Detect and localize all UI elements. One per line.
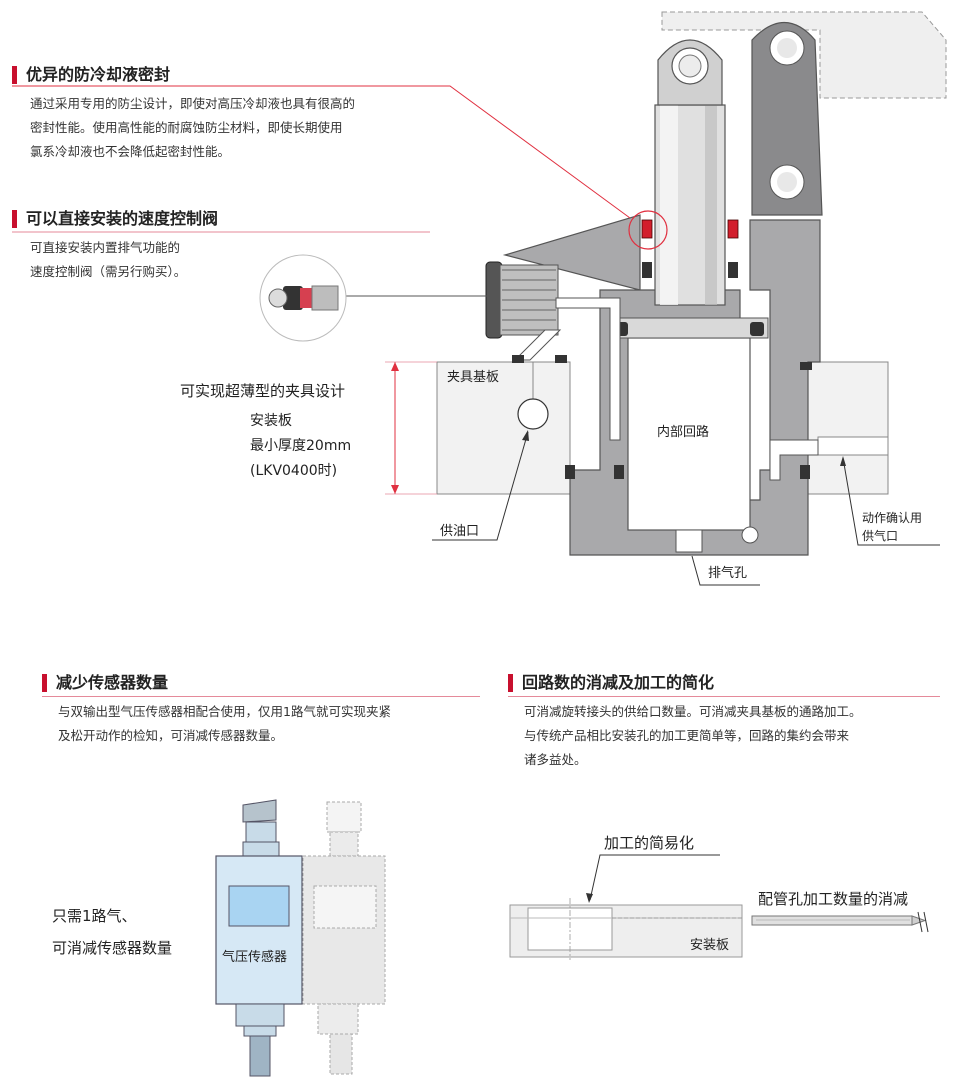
accent-bar [508, 674, 513, 692]
circuit-reduction-body: 可消减旋转接头的供给口数量。可消减夹具基板的通路加工。 与传统产品相比安装孔的加… [524, 704, 862, 767]
confirm-air-label-2: 供气口 [862, 529, 899, 543]
section-title: 减少传感器数量 [56, 673, 169, 692]
accent-bar [12, 210, 17, 228]
speed-valve-body: 可直接安装内置排气功能的 速度控制阀（需另行购买）。 [30, 240, 187, 279]
sensor-window [228, 885, 290, 927]
reduce-sensors-body: 与双输出型气压传感器相配合使用，仅用1路气就可实现夹紧 及松开动作的检知，可消减… [58, 704, 391, 743]
simplify-label: 加工的简易化 [604, 834, 695, 852]
accent-bar [12, 66, 17, 84]
section-reduce-sensors: 减少传感器数量 [42, 672, 480, 697]
min-thickness-label: 最小厚度20mm [250, 438, 352, 454]
section-title: 回路数的消减及加工的简化 [522, 673, 715, 692]
sensor-note-line1: 只需1路气、 [52, 907, 137, 925]
thin-design-label: 可实现超薄型的夹具设计 [180, 382, 346, 400]
lever-arm [751, 21, 823, 216]
fixture-plate-label: 夹具基板 [447, 370, 500, 385]
dust-seal-right [727, 219, 739, 239]
model-note-label: (LKV0400时) [250, 463, 338, 479]
section-coolant-seal: 优异的防冷却液密封 [12, 64, 450, 86]
sensor-note-line2: 可消减传感器数量 [52, 939, 173, 957]
fixture-plate-left [436, 361, 571, 495]
reduce-piping-label: 配管孔加工数量的消减 [758, 890, 909, 908]
oil-port-label: 供油口 [440, 524, 480, 539]
section-circuit-reduction: 回路数的消减及加工的简化 [508, 672, 940, 697]
coolant-seal-body: 通过采用专用的防尘设计，即使对高压冷却液也具有很高的 密封性能。使用高性能的耐腐… [30, 96, 356, 159]
confirm-air-label-1: 动作确认用 [862, 511, 923, 525]
sensor-label: 气压传感器 [222, 950, 288, 965]
plate-label: 安装板 [690, 938, 730, 953]
air-pressure-sensor [215, 855, 303, 1005]
section-title: 可以直接安装的速度控制阀 [26, 209, 219, 228]
section-title: 优异的防冷却液密封 [26, 65, 171, 84]
fixture-plate-right [807, 361, 889, 495]
section-speed-valve: 可以直接安装的速度控制阀 [12, 208, 430, 230]
dust-seal-left [641, 219, 653, 239]
section-rule [42, 696, 480, 697]
internal-circuit-label: 内部回路 [657, 425, 710, 440]
exhaust-hole-label: 排气孔 [708, 566, 748, 581]
internal-chamber [627, 337, 751, 531]
oil-port-marker [517, 398, 549, 430]
seal-highlight-circle [628, 210, 668, 250]
section-rule [508, 696, 940, 697]
accent-bar [42, 674, 47, 692]
piping-drill [751, 915, 913, 926]
mount-plate-label: 安装板 [250, 413, 292, 429]
